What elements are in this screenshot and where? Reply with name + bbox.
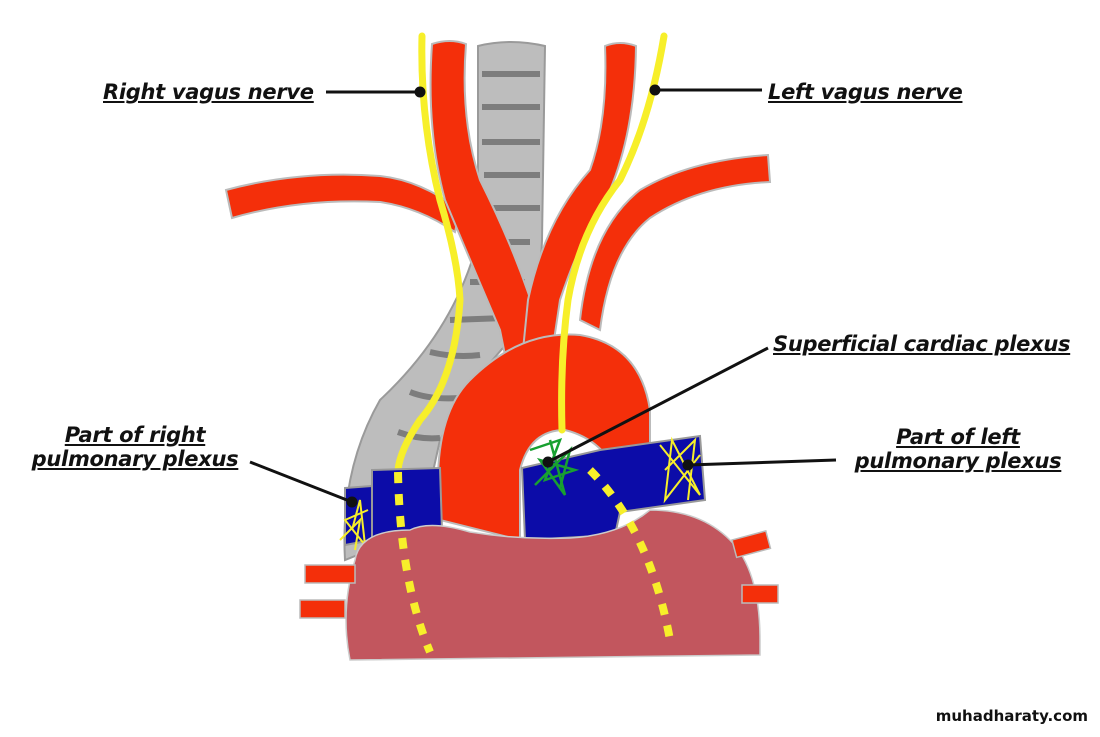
label-right-pulmonary-plexus: Part of right pulmonary plexus [25, 423, 245, 471]
left-vagus-nerve [558, 32, 668, 434]
heart [345, 509, 761, 661]
watermark: muhadharaty.com [935, 707, 1088, 725]
right-subclavian-artery [224, 173, 462, 234]
label-left-vagus-nerve: Left vagus nerve [768, 80, 963, 104]
left-common-carotid-artery [518, 42, 638, 381]
label-left-pulmonary-line1: Part of left [896, 425, 1020, 449]
label-left-pulmonary-plexus: Part of left pulmonary plexus [848, 425, 1068, 473]
label-superficial-cardiac-plexus: Superficial cardiac plexus [773, 332, 1071, 356]
label-right-pulmonary-line1: Part of right [64, 423, 206, 447]
label-left-pulmonary-line2: pulmonary plexus [854, 449, 1062, 473]
leader-lines [249, 84, 837, 508]
label-right-pulmonary-line2: pulmonary plexus [31, 447, 239, 471]
label-right-vagus-nerve: Right vagus nerve [103, 80, 314, 104]
left-subclavian-artery [578, 153, 772, 332]
pulmonary-veins [299, 530, 779, 619]
right-vagus-nerve [394, 32, 464, 474]
cardiac-nerve-branches [394, 467, 674, 654]
vagus-nerves [394, 32, 668, 474]
